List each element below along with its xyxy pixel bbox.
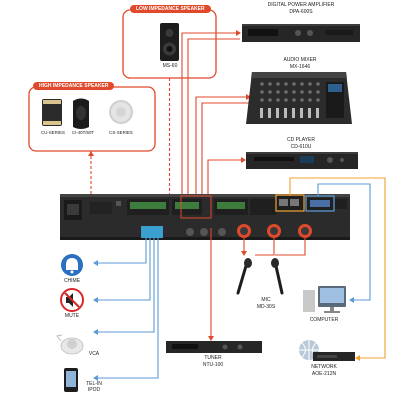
control-input-lines [95, 228, 159, 379]
mixer-connection-line [195, 96, 250, 196]
mixer-model-label: MX-1646 [289, 64, 311, 70]
tuner-name-label: TUNER [204, 355, 222, 361]
amp-return-line [187, 38, 240, 196]
speaker-output-highlight [180, 195, 212, 219]
ipod-label: IPOD [87, 387, 101, 393]
mic-cable-lines [243, 238, 306, 256]
mixer-device-image [246, 72, 352, 124]
tuner-device-image [166, 341, 262, 353]
ms60-speaker-image [160, 23, 179, 61]
low-impedance-group-title: LOW IMPEDANCE SPEAKER [130, 5, 211, 13]
cd-player-model-label: CD-610U [290, 144, 312, 150]
amplifier-name-label: DIGITAL POWER AMPLIFIER [267, 2, 335, 8]
tuner-model-label: NTU-100 [202, 362, 224, 368]
computer-label: COMPUTER [309, 317, 339, 323]
cs-series-speaker-image [109, 100, 133, 124]
usb-port-highlight [305, 195, 335, 212]
network-model-label: AOE-212N [311, 371, 337, 377]
high-impedance-dashed-line [90, 151, 127, 201]
amplifier-device-image [242, 24, 360, 42]
ms60-label: MS-60 [162, 63, 178, 69]
vca-knob-image [56, 334, 84, 355]
network-device-image [299, 340, 355, 361]
ci-series-label: CI-40T/60T [71, 130, 95, 135]
computer-usb-line [317, 183, 371, 301]
cs-series-label: CS-SERIES [109, 130, 133, 135]
cd-player-name-label: CD PLAYER [287, 137, 315, 143]
high-impedance-group-title: HIGH IMPEDANCE SPEAKER [33, 82, 115, 90]
vca-label: VCA [88, 351, 100, 357]
mic-name-label: MIC [261, 297, 271, 303]
cu-series-label: CU-SERIES [41, 130, 65, 135]
control-terminal-block [141, 226, 163, 238]
tel-in-label: TEL-IN [86, 381, 102, 387]
computer-image [303, 286, 346, 313]
cd-connection-line [207, 159, 245, 196]
microphone-images [236, 258, 284, 295]
chime-label: CHIME [63, 278, 81, 284]
mute-icon [60, 288, 84, 312]
mute-label: MUTE [64, 313, 80, 319]
mixer-return-line [201, 102, 250, 196]
ci-series-speaker-image [73, 98, 89, 129]
chime-icon [61, 254, 83, 276]
phone-image [64, 368, 78, 392]
mic-model-label: MD-30S [256, 304, 276, 310]
amp-connection-line [181, 32, 240, 196]
network-name-label: NETWORK [311, 364, 337, 370]
network-line [289, 177, 386, 359]
cd-player-device-image [246, 152, 358, 169]
cu-series-speaker-image [42, 99, 62, 126]
amplifier-model-label: DPA-600S [289, 9, 313, 15]
mic-input-connectors [237, 224, 312, 238]
mixer-name-label: AUDIO MIXER [283, 57, 317, 63]
